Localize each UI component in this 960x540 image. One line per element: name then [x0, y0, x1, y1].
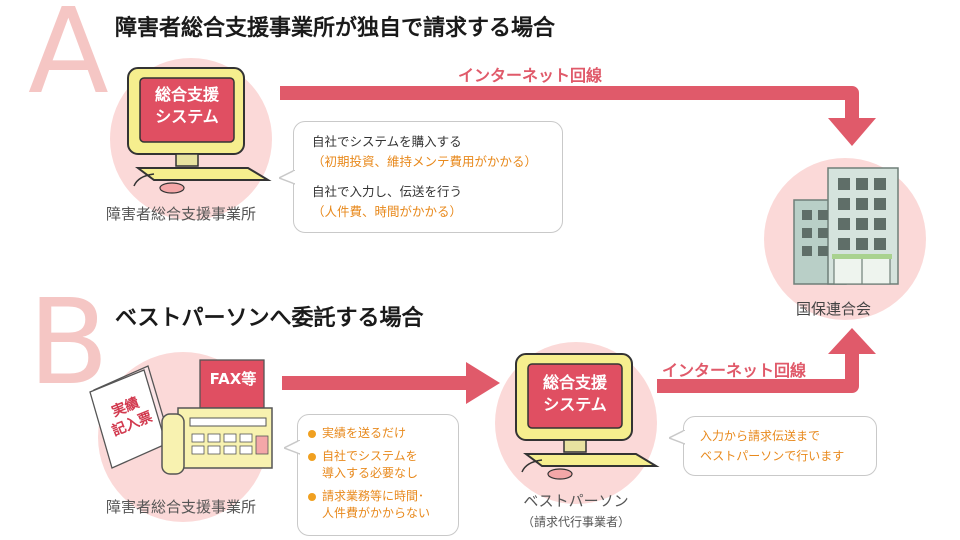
section-b-title: ベストパーソンへ委託する場合 [115, 306, 424, 331]
bullet-text: 請求業務等に時間･ 人件費がかからない [322, 489, 431, 520]
building-icon [793, 167, 899, 285]
callout-a-item2: 自社で入力し、伝送を行う [312, 184, 463, 199]
callout-a-item1-note: （初期投資、維持メンテ費用がかかる） [312, 154, 538, 169]
fax-machine-icon [161, 359, 273, 475]
computer-b-icon [515, 353, 660, 480]
callout-b-right-line1: 入力から請求伝送まで [700, 429, 821, 443]
callout-a-item1: 自社でシステムを購入する [312, 134, 462, 149]
bullet-item: 実績を送るだけ [308, 425, 430, 442]
bullet-text: 自社でシステムを 導入する必要なし [322, 449, 419, 480]
computer-b-screen-text: 総合支援 システム [528, 372, 622, 416]
computer-a-screen-text: 総合支援 システム [140, 84, 234, 128]
office-a-label: 障害者総合支援事業所 [106, 205, 257, 223]
section-b-letter: B [28, 273, 109, 411]
bullet-text: 実績を送るだけ [322, 426, 407, 440]
office-b-label: 障害者総合支援事業所 [106, 498, 257, 516]
bullet-dot [308, 453, 316, 461]
fax-label: FAX等 [209, 370, 257, 388]
arrow-a-head [828, 118, 876, 146]
bullet-dot [308, 493, 316, 501]
provider-label: ベストパーソン [523, 492, 629, 510]
callout-b-right-pointer [669, 430, 685, 445]
arrow-b2 [657, 350, 859, 393]
bullet-item: 自社でシステムを 導入する必要なし [308, 448, 430, 482]
computer-a-screen-line2: システム [155, 107, 219, 126]
callout-a-item2-note: （人件費、時間がかかる） [312, 204, 463, 219]
document-icon [89, 365, 171, 469]
network-label-a: インターネット回線 [458, 66, 603, 85]
provider-sublabel: （請求代行事業者） [521, 515, 630, 529]
bullet-item: 請求業務等に時間･ 人件費がかからない [308, 488, 430, 522]
callout-b-right: 入力から請求伝送まで ベストパーソンで行います [683, 416, 877, 476]
callout-a-pointer [279, 170, 295, 185]
arrow-b2-head [828, 328, 876, 354]
section-a-letter: A [28, 0, 109, 120]
computer-b-screen-line2: システム [543, 395, 607, 414]
callout-b-pointer [284, 440, 300, 455]
network-label-b: インターネット回線 [662, 361, 807, 380]
provider-label-group: ベストパーソン （請求代行事業者） [500, 490, 652, 530]
bullet-dot [308, 430, 316, 438]
computer-a-icon [127, 67, 272, 194]
callout-b-right-line2: ベストパーソンで行います [700, 449, 845, 463]
arrow-a [280, 86, 859, 122]
destination-label: 国保連合会 [796, 300, 872, 318]
computer-a-screen-line1: 総合支援 [154, 85, 219, 104]
callout-a: 自社でシステムを購入する （初期投資、維持メンテ費用がかかる） 自社で入力し、伝… [293, 121, 563, 233]
section-a-title: 障害者総合支援事業所が独自で請求する場合 [115, 16, 556, 41]
computer-b-screen-line1: 総合支援 [542, 373, 607, 392]
callout-b-bullets: 実績を送るだけ 自社でシステムを 導入する必要なし 請求業務等に時間･ 人件費が… [297, 414, 459, 536]
arrow-b1-head [466, 362, 500, 404]
